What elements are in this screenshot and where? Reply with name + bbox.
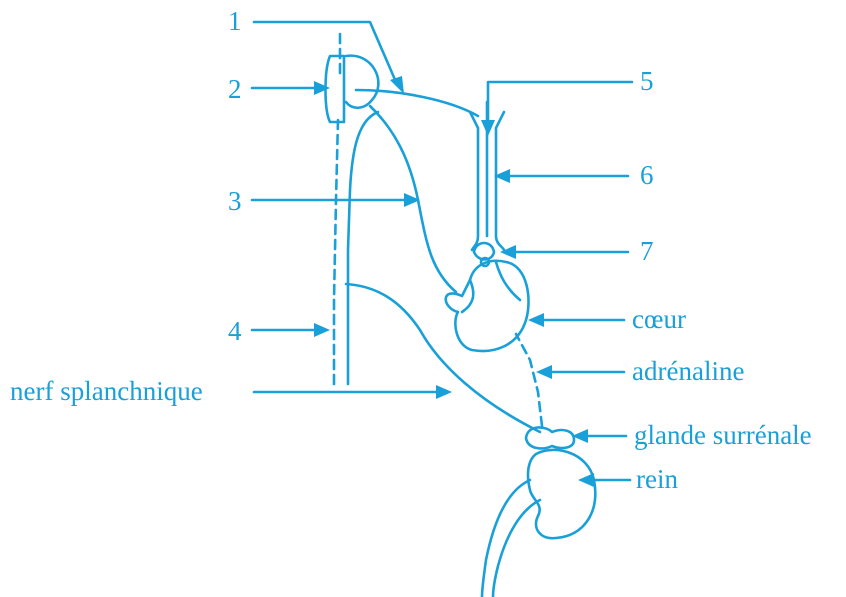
label-6: 6 — [640, 160, 654, 190]
label-1: 1 — [228, 6, 242, 36]
label-coeur: cœur — [632, 304, 686, 334]
pointer-nerf-head — [436, 385, 452, 399]
pointer-5-head — [481, 120, 495, 136]
adrenaline-path — [516, 334, 542, 426]
nerve-centre-bulb — [346, 56, 378, 108]
pointer-2-head — [314, 81, 330, 95]
label-nerf-splanchnique: nerf splanchnique — [10, 376, 203, 406]
vertical-nerve — [348, 112, 378, 384]
label-4: 4 — [228, 316, 242, 346]
pointer-4-head — [314, 323, 330, 337]
pointer-5 — [488, 82, 632, 124]
ureter-outer — [482, 480, 530, 597]
pointer-coeur-head — [528, 313, 544, 327]
kidney — [528, 450, 595, 538]
label-3: 3 — [228, 186, 242, 216]
label-2: 2 — [228, 74, 242, 104]
label-7: 7 — [640, 236, 654, 266]
adrenal-gland — [526, 427, 574, 448]
pointer-adrenaline-head — [536, 365, 552, 379]
splanchnic-nerve — [346, 284, 540, 432]
heart-detail — [462, 262, 520, 312]
spinal-cord-dashed — [334, 34, 340, 384]
vessel-right-wall — [496, 112, 504, 250]
label-adrenaline: adrénaline — [632, 356, 744, 386]
vessel-left-wall — [470, 112, 478, 250]
pointer-rein-head — [578, 473, 594, 487]
label-5: 5 — [640, 66, 654, 96]
heart-shape — [446, 261, 529, 351]
label-rein: rein — [636, 464, 678, 494]
label-glande-surrenale: glande surrénale — [634, 420, 812, 450]
